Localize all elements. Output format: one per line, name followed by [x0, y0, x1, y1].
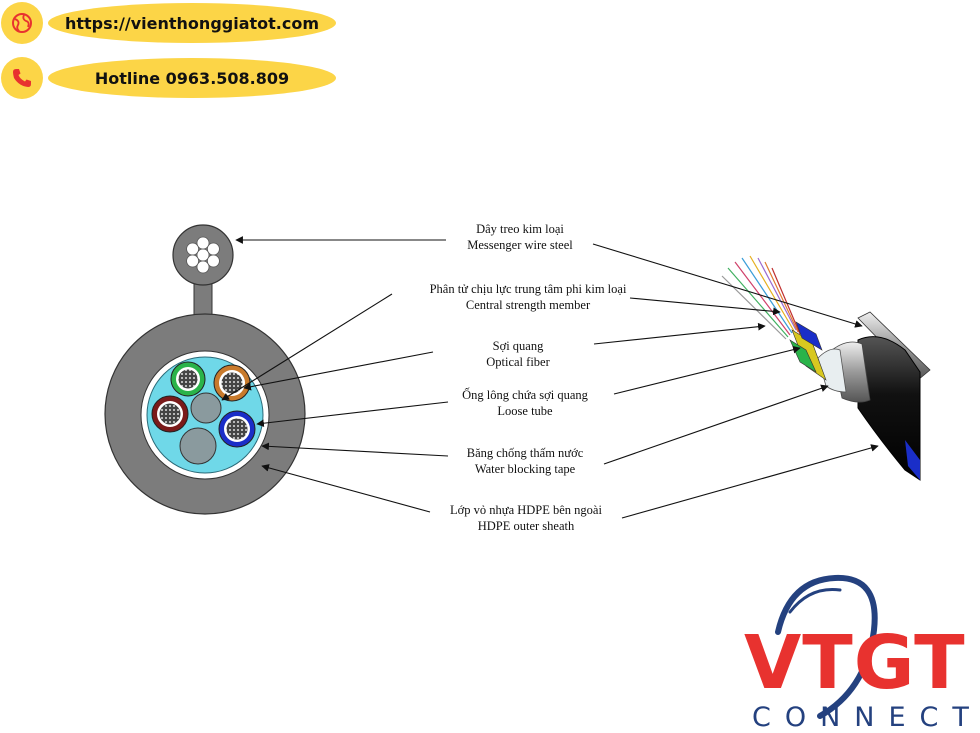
leader-fiber-left — [243, 351, 434, 391]
website-text: https://vienthonggiatot.com — [64, 13, 320, 33]
leader-csm-right — [629, 297, 781, 316]
label-loose-tube: Ống lông chứa sợi quang Loose tube — [462, 387, 588, 419]
leader-tape-left — [261, 442, 449, 457]
label-csm-en: Central strength member — [465, 298, 591, 312]
label-sheath-en: HDPE outer sheath — [477, 519, 575, 533]
label-csm-vi: Phân tử chịu lực trung tâm phi kim loại — [429, 282, 627, 296]
label-messenger-wire-en: Messenger wire steel — [467, 238, 573, 252]
label-tape-vi: Băng chống thấm nước — [466, 446, 584, 460]
leader-tape-right — [603, 384, 829, 465]
central-strength-member-section — [190, 392, 222, 424]
leader-fiber-right — [593, 322, 766, 345]
leader-sheath-left — [261, 464, 431, 513]
leader-lines — [221, 236, 879, 519]
logo-swoosh — [775, 574, 878, 719]
leader-tube-left — [256, 401, 449, 428]
leader-csm-left — [221, 293, 393, 401]
label-sheath-vi: Lớp vỏ nhựa HDPE bên ngoài — [450, 503, 602, 517]
leader-sheath-right — [621, 444, 879, 519]
jacket-blue-stripe — [905, 440, 920, 480]
cable-3d — [721, 255, 931, 481]
hdpe-sheath-3d — [857, 336, 921, 481]
label-tape-en: Water blocking tape — [474, 462, 576, 476]
label-hdpe-sheath: Lớp vỏ nhựa HDPE bên ngoài HDPE outer sh… — [450, 502, 602, 534]
label-tube-en: Loose tube — [497, 404, 553, 418]
globe-icon-badge — [1, 2, 43, 44]
label-messenger-wire-vi: Dây treo kim loại — [476, 222, 564, 236]
loose-tube-green — [170, 361, 206, 397]
label-fiber-en: Optical fiber — [486, 355, 550, 369]
label-tube-vi: Ống lông chứa sợi quang — [462, 388, 588, 402]
phone-icon — [13, 69, 31, 87]
leader-messenger-right — [592, 243, 863, 328]
filler-rod — [179, 427, 217, 465]
loose-tube-brown — [151, 395, 189, 433]
leader-tube-right — [613, 345, 801, 395]
messenger-strands — [186, 236, 220, 274]
website-pill[interactable]: https://vienthonggiatot.com — [48, 3, 336, 43]
label-central-strength-member: Phân tử chịu lực trung tâm phi kim loại … — [430, 281, 627, 313]
cross-section — [104, 224, 306, 515]
tube-blue-3d — [795, 321, 823, 351]
globe-icon — [12, 13, 32, 33]
label-optical-fiber: Sợi quang Optical fiber — [486, 338, 550, 370]
loose-tube-blue — [218, 410, 256, 448]
logo-brand: VTGT — [744, 620, 966, 706]
phone-icon-badge — [1, 57, 43, 99]
logo-tagline: CONNECT — [752, 702, 980, 733]
label-messenger-wire: Dây treo kim loại Messenger wire steel — [467, 221, 573, 253]
water-tape-3d — [817, 348, 847, 393]
label-fiber-vi: Sợi quang — [492, 339, 544, 353]
label-water-blocking-tape: Băng chống thấm nước Water blocking tape — [467, 445, 584, 477]
loose-tube-orange — [213, 364, 251, 402]
hotline-pill[interactable]: Hotline 0963.508.809 — [48, 58, 336, 98]
hotline-text: Hotline 0963.508.809 — [94, 68, 290, 88]
